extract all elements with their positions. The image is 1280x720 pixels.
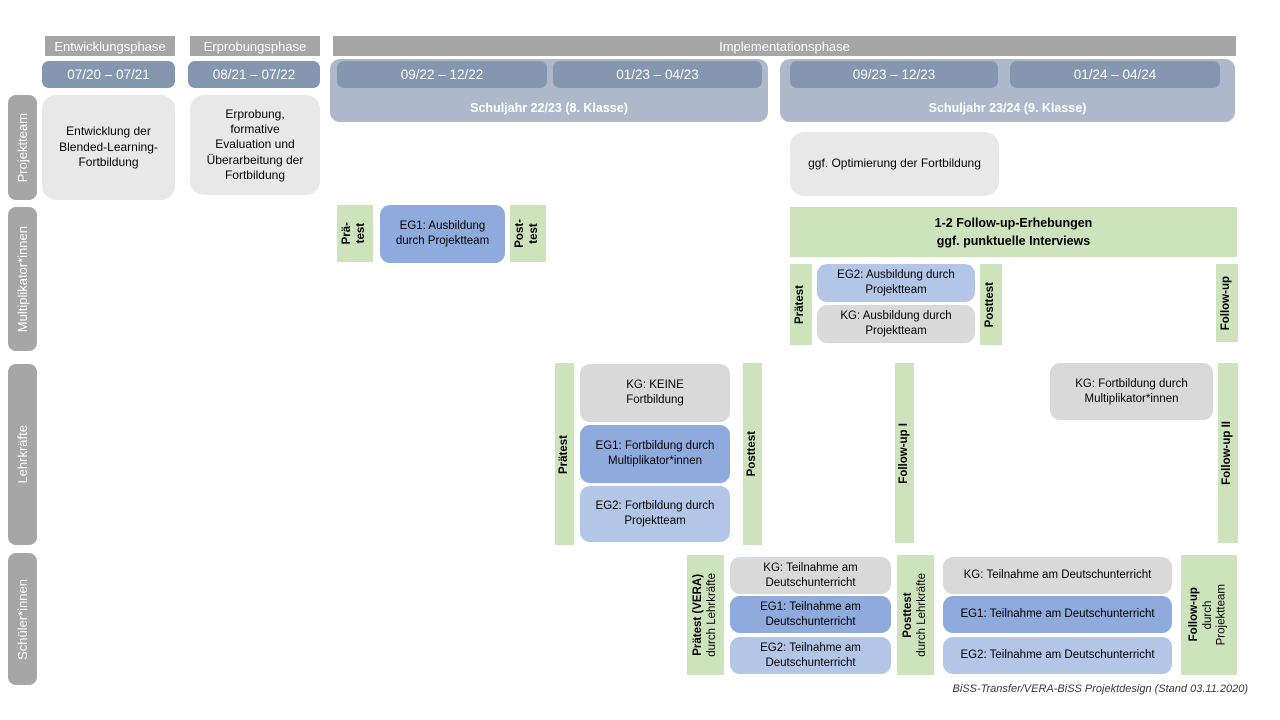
- date-bar-pilot: 08/21 – 07/22: [188, 61, 320, 88]
- strip-posttest-multiplikatoren-1: Post- test: [510, 205, 546, 262]
- box-optimierung-fortbildung: ggf. Optimierung der Fortbildung: [790, 132, 999, 196]
- box-eg1-fortbildung: EG1: Fortbildung durch Multiplikator*inn…: [580, 425, 730, 483]
- box-kg-ausbildung: KG: Ausbildung durch Projektteam: [817, 305, 975, 343]
- box-followup-erhebungen: 1-2 Follow-up-Erhebungen ggf. punktuelle…: [790, 207, 1237, 257]
- phase-bar-entwicklung: Entwicklungsphase: [45, 36, 175, 56]
- row-label-multiplikatoren: Multiplikator*innen: [8, 207, 37, 351]
- schuljahr-22-23-container: 09/22 – 12/22 01/23 – 04/23 Schuljahr 22…: [330, 59, 768, 122]
- box-eg2-fortbildung: EG2: Fortbildung durch Projektteam: [580, 486, 730, 542]
- strip-posttest-multiplikatoren-2: Posttest: [980, 264, 1002, 345]
- strip-followup1-lehrkraefte: Follow-up I: [895, 363, 914, 543]
- schuljahr-23-24-label: Schuljahr 23/24 (9. Klasse): [928, 101, 1087, 115]
- box-entwicklung-fortbildung: Entwicklung der Blended-Learning-Fortbil…: [42, 95, 175, 200]
- box-eg2-deutschunterricht-1: EG2: Teilnahme am Deutschunterricht: [730, 637, 891, 674]
- box-kg-deutschunterricht-2: KG: Teilnahme am Deutschunterricht: [943, 557, 1172, 594]
- strip-posttest-lehrkraefte: Posttest: [743, 363, 762, 545]
- phase-bar-erprobung: Erprobungsphase: [190, 36, 320, 56]
- strip-posttest-schueler: Posttest durch Lehrkräfte: [897, 555, 934, 675]
- schuljahr-23-24-container: 09/23 – 12/23 01/24 – 04/24 Schuljahr 23…: [780, 59, 1235, 122]
- box-erprobung-evaluation: Erprobung, formative Evaluation und Über…: [190, 95, 320, 195]
- strip-praetest-lehrkraefte: Prätest: [555, 363, 574, 545]
- date-bar-q1-2223: 09/22 – 12/22: [337, 61, 547, 88]
- strip-praetest-multiplikatoren-1: Prä- test: [337, 205, 373, 262]
- box-eg2-deutschunterricht-2: EG2: Teilnahme am Deutschunterricht: [943, 637, 1172, 674]
- strip-praetest-vera-schueler: Prätest (VERA) durch Lehrkräfte: [687, 555, 724, 675]
- row-label-schueler: Schüler*innen: [8, 553, 37, 685]
- date-bar-dev: 07/20 – 07/21: [42, 61, 175, 88]
- date-bar-q1-2324: 09/23 – 12/23: [790, 61, 998, 88]
- diagram-caption: BiSS-Transfer/VERA-BiSS Projektdesign (S…: [952, 683, 1248, 695]
- strip-praetest-multiplikatoren-2: Prätest: [790, 264, 812, 345]
- box-eg1-ausbildung: EG1: Ausbildung durch Projektteam: [380, 205, 505, 263]
- strip-followup-multiplikatoren: Follow-up: [1216, 264, 1238, 342]
- schuljahr-22-23-label: Schuljahr 22/23 (8. Klasse): [470, 101, 628, 115]
- row-label-projektteam: Projektteam: [8, 95, 37, 200]
- box-eg2-ausbildung: EG2: Ausbildung durch Projektteam: [817, 264, 975, 302]
- box-kg-fortbildung-multiplikatoren: KG: Fortbildung durch Multiplikator*inne…: [1050, 363, 1213, 420]
- box-eg1-deutschunterricht-1: EG1: Teilnahme am Deutschunterricht: [730, 596, 891, 633]
- date-bar-q2-2223: 01/23 – 04/23: [553, 61, 762, 88]
- box-eg1-deutschunterricht-2: EG1: Teilnahme am Deutschunterricht: [943, 596, 1172, 633]
- box-kg-keine-fortbildung: KG: KEINE Fortbildung: [580, 364, 730, 422]
- strip-followup2-lehrkraefte: Follow-up II: [1218, 363, 1238, 543]
- date-bar-q2-2324: 01/24 – 04/24: [1010, 61, 1220, 88]
- strip-followup-schueler: Follow-up durch Projektteam: [1181, 555, 1237, 675]
- box-kg-deutschunterricht-1: KG: Teilnahme am Deutschunterricht: [730, 557, 891, 594]
- row-label-lehrkraefte: Lehrkräfte: [8, 364, 37, 545]
- phase-bar-implementation: Implementationsphase: [333, 36, 1236, 56]
